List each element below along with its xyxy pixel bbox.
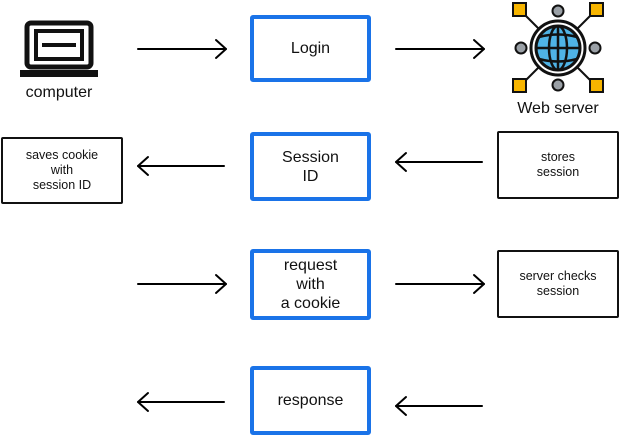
stores-session-text: stores session (536, 150, 580, 179)
computer-label: computer (25, 84, 93, 101)
saves-cookie-text: saves cookie with session ID (25, 148, 99, 192)
arrow-to-request (137, 274, 227, 294)
saves-cookie-box: saves cookie with session ID (1, 137, 123, 204)
arrow-stores-to-session (395, 152, 483, 172)
server-checks-text: server checks session (519, 269, 597, 298)
arrow-session-to-cookie (137, 156, 225, 176)
session-id-text: Session ID (282, 148, 339, 185)
login-text: Login (290, 40, 331, 57)
server-checks-box: server checks session (497, 250, 619, 318)
arrow-login-to-server (395, 39, 485, 59)
arrow-computer-to-login (137, 39, 227, 59)
request-box: request with a cookie (250, 249, 371, 320)
arrow-response-to-computer (137, 392, 225, 412)
laptop-icon (20, 20, 98, 77)
stores-session-box: stores session (497, 131, 619, 199)
response-text: response (277, 392, 344, 409)
request-text: request with a cookie (280, 257, 341, 312)
session-id-box: Session ID (250, 132, 371, 201)
response-box: response (250, 366, 371, 435)
globe-network-icon (512, 2, 604, 93)
arrow-request-to-check (395, 274, 485, 294)
login-box: Login (250, 15, 371, 82)
web-server-label: Web server (517, 100, 599, 117)
arrow-server-to-response (395, 396, 483, 416)
